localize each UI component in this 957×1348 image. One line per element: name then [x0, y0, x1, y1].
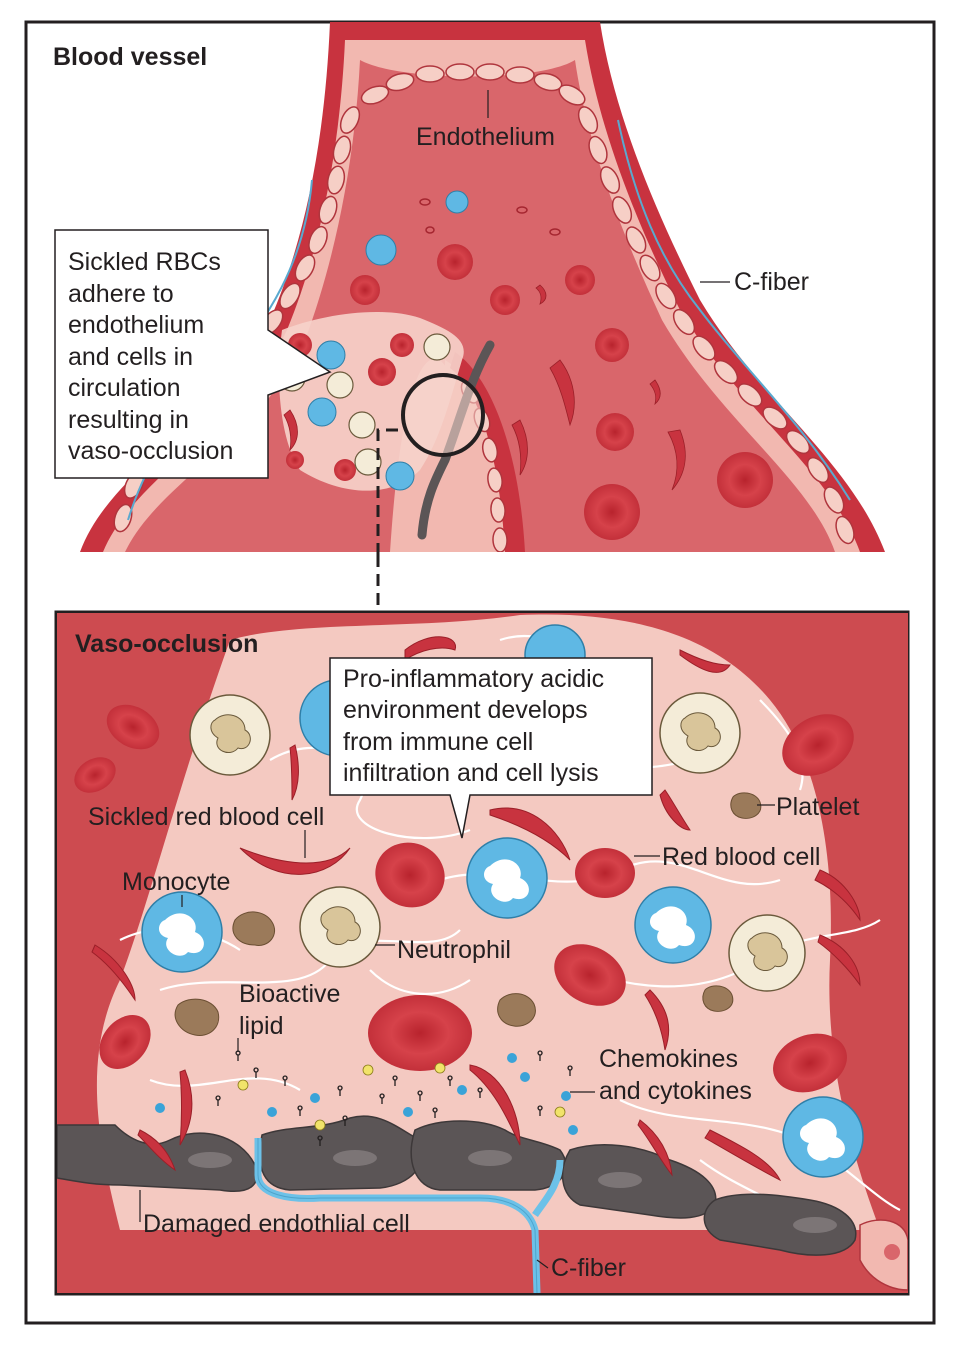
- bifurcation-outer: [450, 352, 525, 552]
- bottom-panel-title: Vaso-occlusion: [75, 630, 258, 658]
- monocyte-cell: [782, 1096, 864, 1178]
- bottom-callout-text: Pro-inflammatory acidic environment deve…: [343, 665, 604, 787]
- red-blood-cells: [74, 704, 854, 1093]
- chemokines-label-line-1: Chemokines: [599, 1045, 738, 1073]
- neutrophils: [189, 692, 806, 992]
- bioactive-lipid-label-line-1: Bioactive: [239, 980, 340, 1008]
- endothelium-label: Endothelium: [416, 123, 555, 151]
- c-fiber-top-label: C-fiber: [734, 268, 809, 296]
- c-fiber-bottom-label: C-fiber: [551, 1254, 626, 1282]
- lumen-monocytes: [307, 190, 469, 491]
- damaged-endothelial-label: Damaged endothlial cell: [143, 1210, 410, 1238]
- c-fiber-branch: [532, 1159, 564, 1217]
- lumen-small-particles: [419, 198, 561, 236]
- top-callout-line-6: resulting in: [68, 406, 189, 434]
- bottom-leader-lines: [139, 804, 775, 1269]
- blood-vessel-illustration: [80, 22, 885, 552]
- monocyte-label: Monocyte: [122, 868, 230, 896]
- monocyte-cell: [466, 837, 548, 919]
- top-callout-line-2: adhere to: [68, 280, 174, 308]
- sickled-red-blood-cells: [91, 636, 861, 1182]
- neutrophil-cell: [299, 886, 381, 968]
- neutrophil-cell: [728, 914, 806, 992]
- bioactive-lipid-label-line-2: lipid: [239, 1012, 283, 1040]
- bottom-callout-line-4: infiltration and cell lysis: [343, 759, 599, 787]
- sickled-rbc-label: Sickled red blood cell: [88, 803, 324, 831]
- neutrophil-label: Neutrophil: [397, 936, 511, 964]
- chemokines-and-cytokines: [155, 1053, 578, 1135]
- endothelial-highlights: [188, 1150, 837, 1233]
- healthy-endothelial-cell: [859, 1219, 908, 1291]
- lumen-red-blood-cells: [286, 244, 773, 540]
- red-blood-cell-label: Red blood cell: [662, 843, 820, 871]
- neutrophil-cell: [189, 694, 271, 776]
- magnifier-circle: [401, 373, 485, 457]
- top-callout-line-3: endothelium: [68, 311, 204, 339]
- bottom-callout-line-2: environment develops: [343, 696, 588, 724]
- healthy-cell-nucleus: [884, 1244, 900, 1260]
- top-callout-line-1: Sickled RBCs: [68, 248, 221, 276]
- lumen-sickled-cells: [283, 284, 686, 491]
- bottom-callout-box: [329, 657, 653, 839]
- c-fiber-right: [617, 119, 851, 501]
- neutrophil-cell: [659, 692, 741, 774]
- top-panel-title: Blood vessel: [53, 43, 207, 71]
- top-callout-line-7: vaso-occlusion: [68, 437, 233, 465]
- bottom-callout-line-3: from immune cell: [343, 728, 533, 756]
- chemokines-label-line-2: and cytokines: [599, 1077, 752, 1105]
- bioactive-lipids: [215, 1050, 573, 1146]
- platelet-label: Platelet: [776, 793, 859, 821]
- monocyte-cell: [141, 891, 223, 973]
- bottom-callout-line-1: Pro-inflammatory acidic: [343, 665, 604, 693]
- platelets: [174, 792, 762, 1037]
- top-callout-text: Sickled RBCs adhere to endothelium and c…: [68, 248, 233, 465]
- monocyte-cell: [634, 886, 712, 964]
- top-callout-line-5: circulation: [68, 374, 181, 402]
- top-callout-line-4: and cells in: [68, 343, 193, 371]
- top-callout-box: [54, 229, 332, 479]
- zoom-dashed-connector: [376, 428, 405, 555]
